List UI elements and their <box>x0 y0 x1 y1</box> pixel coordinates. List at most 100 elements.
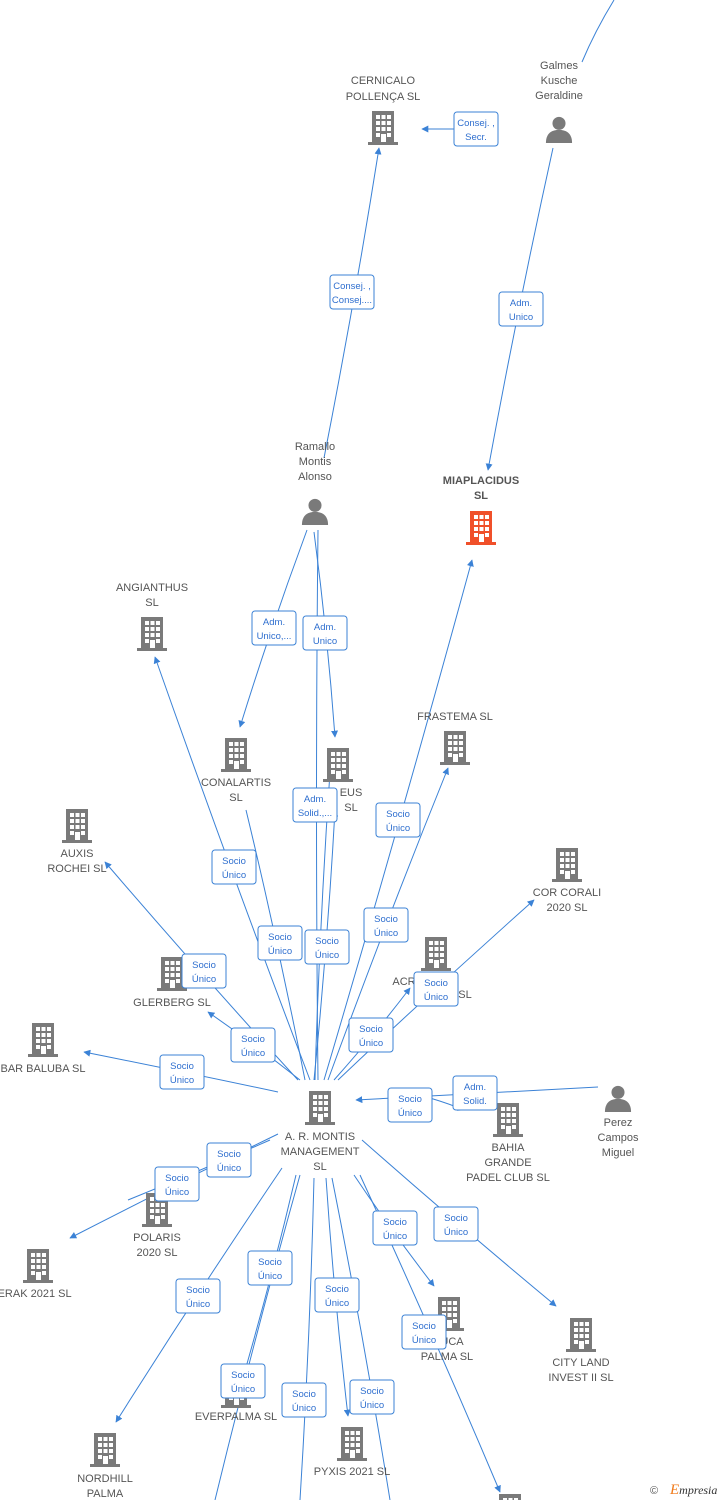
relation-label[interactable]: Consej. ,Secr. <box>453 111 499 147</box>
relation-box <box>433 1206 479 1242</box>
company-node-bottom[interactable] <box>495 1494 525 1500</box>
node-label: GRANDE <box>484 1157 531 1169</box>
relation-text: Solid.,... <box>298 808 332 819</box>
node-label: 2020 SL <box>137 1247 178 1259</box>
relation-text: Único <box>398 1108 422 1119</box>
node-label: POLARIS <box>133 1232 181 1244</box>
relation-text: Secr. <box>465 132 487 143</box>
relation-text: Único <box>444 1227 468 1238</box>
relation-text: Único <box>186 1299 210 1310</box>
relation-label[interactable]: Consej. ,Consej.... <box>329 274 375 310</box>
relation-label[interactable]: Adm.Solid. <box>452 1075 498 1111</box>
relation-text: Adm. <box>464 1082 486 1093</box>
node-label: BAHIA <box>491 1142 525 1154</box>
relation-text: Único <box>192 974 216 985</box>
relation-label[interactable]: Adm.Solid.,... <box>292 787 338 823</box>
relation-text: Socio <box>222 856 246 867</box>
node-label: EUS <box>340 787 363 799</box>
relation-text: Único <box>360 1400 384 1411</box>
relation-text: Socio <box>360 1386 384 1397</box>
company-node-polaris[interactable]: POLARIS 2020 SL <box>133 1193 181 1259</box>
relation-text: Único <box>170 1075 194 1086</box>
relation-text: Socio <box>412 1321 436 1332</box>
company-node-merak[interactable]: MERAK 2021 SL <box>0 1249 72 1300</box>
node-label: MIAPLACIDUS <box>443 475 519 487</box>
relation-text: Socio <box>383 1217 407 1228</box>
relation-label[interactable]: Adm. Unico <box>498 291 544 327</box>
company-node-glerberg[interactable]: GLERBERG SL <box>133 957 211 1009</box>
node-label: SL <box>474 490 488 502</box>
relation-text: Único <box>359 1038 383 1049</box>
relation-label[interactable]: Adm. Unico <box>302 615 348 651</box>
relation-box <box>159 1054 205 1090</box>
company-node-miaplacidus[interactable]: MIAPLACIDUS SL <box>443 475 519 545</box>
node-label: SL <box>344 802 357 814</box>
company-node-baluba[interactable]: BAR BALUBA SL <box>1 1023 86 1075</box>
relation-label[interactable]: Adm.Unico,... <box>251 610 297 646</box>
node-label: PADEL CLUB SL <box>466 1172 550 1184</box>
node-label: PALMA SL <box>421 1351 473 1363</box>
brand-initial: E <box>669 1482 679 1498</box>
relation-text: Adm. <box>314 622 336 633</box>
company-node-eus[interactable]: EUS SL <box>323 748 362 814</box>
relation-box <box>401 1314 447 1350</box>
relation-text: Adm. <box>510 298 532 309</box>
relation-box <box>220 1363 266 1399</box>
relation-box <box>175 1278 221 1314</box>
relation-text: Unico,... <box>257 631 292 642</box>
node-label: CERNICALO <box>351 75 416 87</box>
relation-text: Unico <box>313 636 337 647</box>
company-node-everpalma[interactable]: EVERPALMA SL <box>195 1374 277 1423</box>
node-label: SL <box>458 989 471 1001</box>
building-icon <box>337 1427 367 1461</box>
relation-text: Único <box>165 1187 189 1198</box>
node-label: COR CORALI <box>533 887 601 899</box>
company-node-pyxis[interactable]: PYXIS 2021 SL <box>314 1427 390 1478</box>
relation-text: Unico <box>509 312 533 323</box>
relation-text: Socio <box>170 1061 194 1072</box>
relation-edge <box>331 1177 391 1500</box>
relation-text: Socio <box>268 932 292 943</box>
company-node-frastema[interactable]: FRASTEMA SL <box>417 711 493 765</box>
relation-text: Socio <box>359 1024 383 1035</box>
building-icon <box>137 617 167 651</box>
relation-text: Único <box>217 1163 241 1174</box>
relation-box <box>413 971 459 1007</box>
company-node-bahia[interactable]: BAHIA GRANDE PADEL CLUB SL <box>466 1103 550 1184</box>
relation-text: Único <box>424 992 448 1003</box>
